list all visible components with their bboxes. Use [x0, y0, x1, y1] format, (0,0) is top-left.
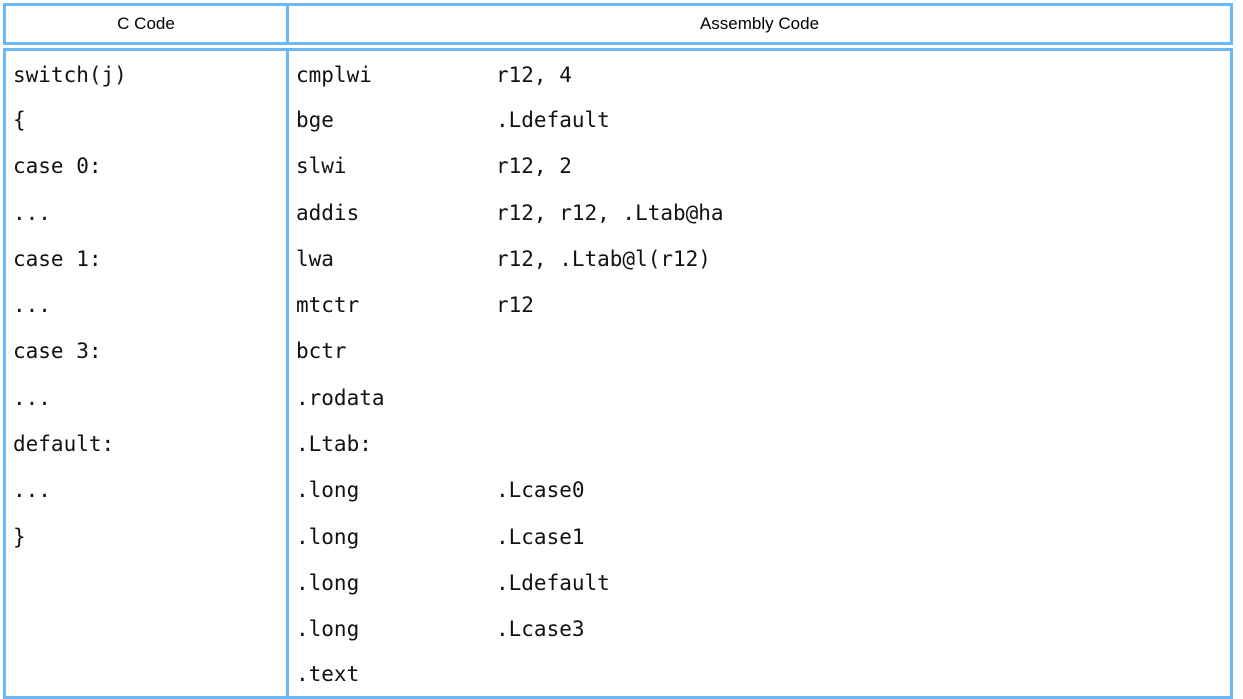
assembly-code-cell: cmplwi r12, 4 — [286, 51, 1233, 98]
assembly-operand: .Ldefault — [496, 107, 610, 132]
table-row: ... mtctr r12 — [3, 282, 1233, 329]
assembly-mnemonic: lwa — [296, 246, 334, 271]
assembly-line: .Ltab: — [296, 434, 1230, 455]
assembly-code-cell: .Ltab: — [286, 421, 1233, 468]
assembly-code-cell: .long .Lcase3 — [286, 606, 1233, 653]
spacer-cell-c — [3, 42, 286, 51]
assembly-operand: r12, r12, .Ltab@ha — [496, 200, 724, 225]
assembly-operand: r12 — [496, 293, 534, 318]
header-body-spacer — [3, 42, 1233, 51]
c-to-assembly-comparison-table: C Code Assembly Code switch(j) cmplwi r12,… — [3, 3, 1233, 699]
assembly-mnemonic: .long — [296, 617, 360, 642]
assembly-line: .long .Lcase3 — [296, 619, 1230, 640]
table-row: } .long .Lcase1 — [3, 513, 1233, 561]
column-header-assembly-code: Assembly Code — [286, 3, 1233, 42]
assembly-operand: r12, .Ltab@l(r12) — [496, 246, 711, 271]
table-row: ... addis r12, r12, .Ltab@ha — [3, 189, 1233, 237]
spacer-cell-assembly — [286, 42, 1233, 51]
assembly-line: slwi r12, 2 — [296, 156, 1230, 177]
assembly-code-cell: mtctr r12 — [286, 282, 1233, 329]
table-row: ... .long .Lcase0 — [3, 467, 1233, 514]
assembly-mnemonic: mtctr — [296, 293, 360, 318]
assembly-operand: .Lcase1 — [496, 524, 585, 549]
assembly-code-cell: lwa r12, .Ltab@l(r12) — [286, 236, 1233, 283]
assembly-operand: .Lcase0 — [496, 478, 585, 503]
table-row: case 1: lwa r12, .Ltab@l(r12) — [3, 236, 1233, 283]
c-code-cell: { — [3, 97, 286, 144]
assembly-code-cell: .long .Lcase1 — [286, 513, 1233, 561]
c-code-cell: case 1: — [3, 236, 286, 283]
assembly-line: .text — [296, 664, 1230, 685]
table-row: case 0: slwi r12, 2 — [3, 143, 1233, 190]
c-code-cell: ... — [3, 375, 286, 422]
c-code-cell — [3, 606, 286, 653]
c-code-cell: default: — [3, 421, 286, 468]
column-header-c-code: C Code — [3, 3, 286, 42]
table-row: { bge .Ldefault — [3, 97, 1233, 144]
c-code-cell: case 0: — [3, 143, 286, 190]
assembly-line: .long .Lcase0 — [296, 480, 1230, 501]
table-header: C Code Assembly Code — [3, 3, 1233, 42]
c-code-cell — [3, 652, 286, 699]
assembly-mnemonic: .rodata — [296, 385, 385, 410]
assembly-code-cell: .long .Ldefault — [286, 560, 1233, 607]
assembly-mnemonic: bctr — [296, 339, 347, 364]
assembly-code-cell: .text — [286, 652, 1233, 699]
assembly-mnemonic: .Ltab: — [296, 432, 372, 457]
assembly-line: bge .Ldefault — [296, 107, 1230, 132]
assembly-code-cell: .rodata — [286, 375, 1233, 422]
assembly-line: .long .Ldefault — [296, 570, 1230, 595]
assembly-mnemonic: slwi — [296, 154, 347, 179]
table-body: switch(j) cmplwi r12, 4 { bge .Ldefault case 0… — [3, 42, 1233, 699]
c-code-cell — [3, 560, 286, 607]
assembly-code-cell: bctr — [286, 328, 1233, 376]
assembly-mnemonic: cmplwi — [296, 62, 372, 87]
c-code-cell: switch(j) — [3, 51, 286, 98]
assembly-code-cell: addis r12, r12, .Ltab@ha — [286, 189, 1233, 237]
c-code-cell: } — [3, 513, 286, 561]
assembly-code-cell: .long .Lcase0 — [286, 467, 1233, 514]
assembly-line: cmplwi r12, 4 — [296, 62, 1230, 87]
assembly-mnemonic: .long — [296, 570, 360, 595]
table-row: ... .rodata — [3, 375, 1233, 422]
assembly-code-cell: slwi r12, 2 — [286, 143, 1233, 190]
assembly-mnemonic: .text — [296, 662, 360, 686]
assembly-operand: .Ldefault — [496, 570, 610, 595]
table-row: case 3: bctr — [3, 328, 1233, 376]
assembly-line: .rodata — [296, 385, 1230, 410]
assembly-line: mtctr r12 — [296, 295, 1230, 316]
assembly-line: bctr — [296, 341, 1230, 362]
assembly-mnemonic: .long — [296, 524, 360, 549]
assembly-mnemonic: .long — [296, 478, 360, 503]
table-row: default: .Ltab: — [3, 421, 1233, 468]
table-row: .text — [3, 652, 1233, 699]
assembly-line: addis r12, r12, .Ltab@ha — [296, 200, 1230, 225]
c-code-cell: ... — [3, 282, 286, 329]
c-code-cell: case 3: — [3, 328, 286, 376]
table-row: switch(j) cmplwi r12, 4 — [3, 51, 1233, 98]
assembly-line: lwa r12, .Ltab@l(r12) — [296, 246, 1230, 271]
c-code-cell: ... — [3, 467, 286, 514]
assembly-operand: r12, 4 — [496, 62, 572, 87]
c-code-cell: ... — [3, 189, 286, 237]
assembly-code-cell: bge .Ldefault — [286, 97, 1233, 144]
header-row: C Code Assembly Code — [3, 3, 1233, 42]
assembly-operand: .Lcase3 — [496, 617, 585, 642]
assembly-operand: r12, 2 — [496, 154, 572, 179]
table-row: .long .Ldefault — [3, 560, 1233, 607]
assembly-mnemonic: bge — [296, 107, 334, 132]
table-row: .long .Lcase3 — [3, 606, 1233, 653]
assembly-mnemonic: addis — [296, 200, 360, 225]
assembly-line: .long .Lcase1 — [296, 524, 1230, 549]
